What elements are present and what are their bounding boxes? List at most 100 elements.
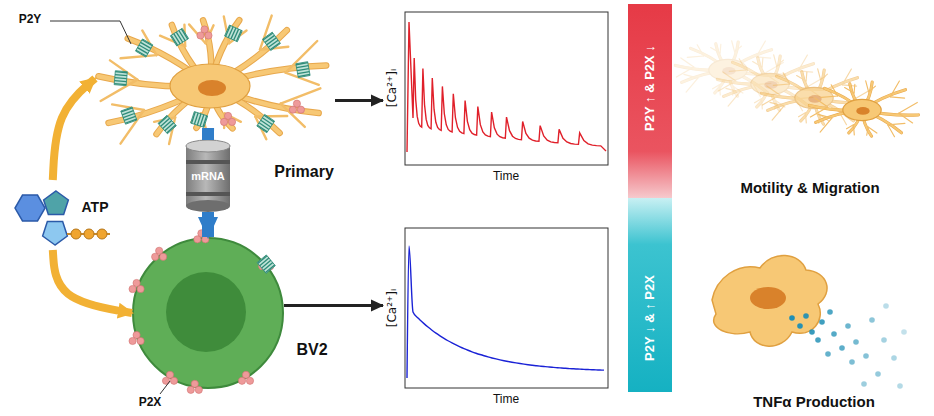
shape-circle bbox=[891, 355, 897, 361]
shape-line bbox=[281, 88, 321, 103]
node-text: Time bbox=[493, 393, 519, 407]
atp-molecule: ATP bbox=[8, 180, 120, 250]
p2y-receptor bbox=[257, 255, 275, 273]
shape-circle bbox=[228, 118, 235, 125]
shape-line bbox=[167, 125, 176, 133]
shape-line bbox=[171, 35, 177, 45]
calcium-plot: [Ca²⁺]ᵢTime bbox=[383, 6, 613, 188]
shape-circle bbox=[853, 339, 859, 345]
plot-frame bbox=[405, 228, 608, 388]
shape-rect bbox=[186, 160, 230, 164]
shape-ellipse bbox=[198, 80, 226, 96]
result-arrow bbox=[335, 99, 383, 102]
p2y-receptor bbox=[263, 32, 281, 50]
node-text: ATP bbox=[82, 199, 109, 215]
shape-circle bbox=[152, 253, 159, 260]
node-text: Time bbox=[493, 170, 519, 184]
node-text: P2Y ↑ & P2X ↓ bbox=[643, 45, 658, 131]
shape-line bbox=[899, 113, 913, 123]
shape-circle bbox=[170, 377, 177, 384]
shape-line bbox=[255, 115, 287, 118]
shape-circle bbox=[129, 285, 136, 292]
shape-line bbox=[115, 75, 127, 76]
shape-rect bbox=[296, 62, 310, 78]
shape-rect bbox=[257, 114, 275, 132]
shape-line bbox=[821, 96, 837, 97]
shape-line bbox=[268, 40, 278, 47]
shape-line bbox=[676, 67, 693, 77]
p2y-receptor bbox=[121, 107, 137, 124]
shape-ellipse bbox=[856, 107, 869, 115]
p2x-receptor bbox=[238, 371, 253, 384]
shape-line bbox=[259, 123, 269, 130]
node-text: [Ca²⁺]ᵢ bbox=[386, 289, 400, 327]
shape-circle bbox=[901, 329, 907, 335]
p2x-receptor bbox=[129, 279, 144, 292]
leader-line bbox=[50, 21, 120, 22]
shape-circle bbox=[815, 337, 821, 343]
outcome-panel: Motility & Migration bbox=[680, 14, 930, 204]
shape-circle bbox=[819, 319, 825, 325]
shape-line bbox=[257, 125, 267, 132]
shape-circle bbox=[809, 329, 815, 335]
shape-path bbox=[712, 255, 827, 346]
shape-circle bbox=[881, 337, 887, 343]
shape-ellipse bbox=[709, 59, 747, 80]
shape-rect bbox=[186, 146, 230, 206]
callout-label: P2X bbox=[139, 396, 162, 410]
shape-line bbox=[181, 29, 187, 39]
shape-line bbox=[783, 73, 789, 84]
shape-rect bbox=[186, 192, 230, 196]
p2y-receptor bbox=[114, 71, 127, 86]
shape-circle bbox=[849, 359, 855, 365]
shape-circle bbox=[197, 32, 204, 39]
outcome-panel: TNFα Production bbox=[690, 240, 930, 416]
shape-line bbox=[868, 127, 877, 133]
shape-line bbox=[847, 125, 854, 129]
shape-line bbox=[297, 69, 309, 71]
shape-line bbox=[767, 86, 780, 95]
p2x-receptor bbox=[187, 380, 202, 393]
shape-line bbox=[810, 107, 827, 117]
shape-rect bbox=[170, 28, 188, 46]
p2x-receptor bbox=[129, 331, 144, 344]
shape-line bbox=[799, 113, 806, 117]
shape-line bbox=[176, 32, 182, 42]
shape-line bbox=[270, 43, 280, 50]
shape-line bbox=[681, 58, 694, 67]
shape-line bbox=[820, 118, 832, 132]
p2x-receptor bbox=[220, 112, 235, 125]
shape-circle bbox=[845, 323, 851, 329]
shape-line bbox=[755, 99, 762, 103]
shape-polygon bbox=[44, 191, 69, 215]
shape-rect bbox=[191, 112, 208, 128]
shape-line bbox=[267, 38, 277, 45]
plot-frame bbox=[405, 12, 608, 165]
shape-line bbox=[161, 118, 170, 126]
shape-circle bbox=[883, 303, 889, 309]
shape-ellipse bbox=[186, 140, 230, 152]
microglia-cell bbox=[809, 81, 918, 137]
shape-line bbox=[718, 81, 735, 91]
shape-circle bbox=[71, 229, 81, 239]
shape-line bbox=[777, 60, 784, 66]
shape-line bbox=[263, 33, 273, 40]
shape-circle bbox=[205, 32, 212, 39]
shape-line bbox=[762, 58, 764, 67]
calcium-trace bbox=[407, 22, 606, 152]
microglia-cell bbox=[675, 41, 784, 97]
shape-line bbox=[121, 55, 157, 58]
shape-circle bbox=[195, 386, 202, 393]
shape-line bbox=[818, 114, 832, 118]
shape-line bbox=[732, 41, 735, 52]
shape-line bbox=[713, 85, 720, 89]
shape-line bbox=[867, 127, 868, 135]
shape-line bbox=[890, 81, 899, 97]
mrna-cylinder bbox=[186, 140, 230, 212]
primary-microglia: Primary bbox=[95, 18, 335, 128]
shape-circle bbox=[97, 229, 107, 239]
shape-rect bbox=[257, 255, 275, 273]
shape-line bbox=[264, 115, 274, 122]
shape-line bbox=[115, 81, 127, 82]
shape-circle bbox=[875, 371, 881, 377]
